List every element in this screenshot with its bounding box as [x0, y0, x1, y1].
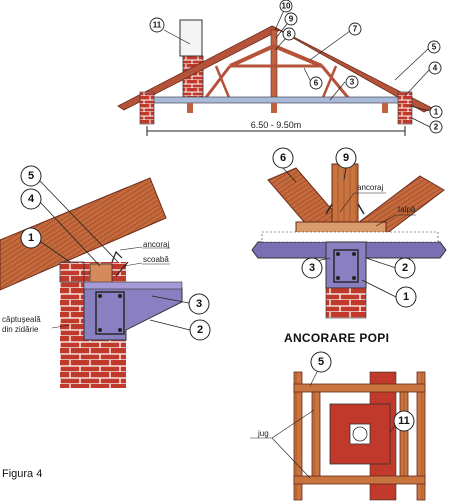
jug-post-left: [293, 371, 303, 501]
eave-callout-3-text: 3: [196, 298, 202, 310]
post-screed: [261, 231, 439, 243]
brace-left: [214, 65, 232, 101]
eave-callouts: 5 4 1 3 2: [20, 165, 211, 341]
eave-label-din-zidarie: din zidărie: [2, 325, 39, 334]
callout-10-text: 10: [282, 2, 291, 11]
right-wall-top: [397, 91, 413, 125]
callout-6-top-text: 6: [314, 79, 319, 88]
post-concrete-core: [325, 241, 367, 289]
callout-3-top-text: 3: [350, 78, 355, 87]
post-anchors: [325, 203, 365, 215]
tie-beam: [139, 96, 409, 104]
chimney-callout-5-text: 5: [318, 356, 324, 368]
strut-right-lower: [320, 65, 352, 101]
truss-elevation: 6.50 - 9.50m 11 10 9 8 7: [117, 0, 443, 136]
eave-label-ancoraj: ancoraj: [143, 240, 169, 249]
jug-inner-right: [399, 391, 409, 477]
callout-9-top-text: 9: [289, 15, 294, 24]
post-callout-9-text: 9: [343, 152, 349, 164]
post-d: [382, 103, 388, 113]
dimension-label: 6.50 - 9.50m: [251, 120, 302, 130]
eave-detail: ancoraj scoabă căptuşeală din zidărie 5 …: [0, 165, 211, 388]
left-wall-top: [139, 91, 155, 125]
eave-callout-5-text: 5: [28, 170, 34, 182]
chimney-callout-11-text: 11: [398, 415, 410, 427]
callout-4-top-text: 4: [433, 64, 438, 73]
jug-post-right: [416, 371, 426, 501]
brace-right: [320, 65, 338, 101]
post-callout-1-text: 1: [403, 291, 409, 303]
callout-1-top-text: 1: [434, 108, 439, 117]
chimney-block: [329, 403, 391, 465]
chimney-label-jug: jug: [257, 429, 269, 438]
eave-label-scoaba: scoabă: [143, 255, 169, 264]
chimney-top: [179, 19, 203, 57]
chimney-callouts: 5 11: [310, 351, 415, 432]
post-anchoring-detail: ancoraj talpă ANCORARE POPI 6 9 3 2 1: [251, 147, 447, 345]
chimney-plan-detail: jug 5 11: [250, 351, 426, 501]
post-label-talpa: talpă: [398, 205, 416, 214]
eave-label-captuseala: căptuşeală: [2, 315, 41, 324]
truss-callouts: 11 10 9 8 7 5 4 1 2 6 3: [149, 0, 443, 134]
callout-5-top-text: 5: [432, 43, 437, 52]
eave-parapet: [59, 261, 85, 283]
eave-sill: [89, 263, 113, 285]
chimney-flue: [352, 426, 368, 442]
eave-floor-beam: [83, 281, 183, 290]
detail-title-ancorare-popi: ANCORARE POPI: [284, 331, 389, 345]
callout-11-top-text: 11: [153, 21, 162, 30]
eave-rafter: [0, 177, 167, 291]
eave-callout-4-text: 4: [28, 193, 35, 205]
post-c: [271, 103, 277, 113]
eave-callout-2-text: 2: [197, 324, 203, 336]
post-callout-2-text: 2: [402, 262, 408, 274]
eave-callout-1-text: 1: [28, 232, 34, 244]
strut-right-upper: [273, 44, 323, 68]
callout-8-text: 8: [287, 30, 292, 39]
post-callouts: 6 9 3 2 1: [272, 147, 417, 308]
figure-caption: Figura 4: [2, 468, 43, 480]
jug-beam-bottom: [293, 475, 426, 485]
post-callout-6-text: 6: [280, 152, 286, 164]
callout-7-text: 7: [353, 25, 358, 34]
post-brick-column: [325, 287, 367, 319]
callout-11-top: [149, 17, 165, 33]
post-label-ancoraj: ancoraj: [357, 183, 383, 192]
jug-beam-top: [293, 383, 426, 393]
jug-inner-left: [311, 391, 321, 477]
strut-left-upper: [229, 44, 275, 68]
eave-anchor: [111, 250, 123, 263]
post-b: [187, 103, 193, 113]
post-callout-3-text: 3: [309, 262, 315, 274]
callout-2-top-text: 2: [434, 123, 439, 132]
strut-left-lower: [202, 65, 232, 101]
eave-rebar: [95, 291, 125, 335]
